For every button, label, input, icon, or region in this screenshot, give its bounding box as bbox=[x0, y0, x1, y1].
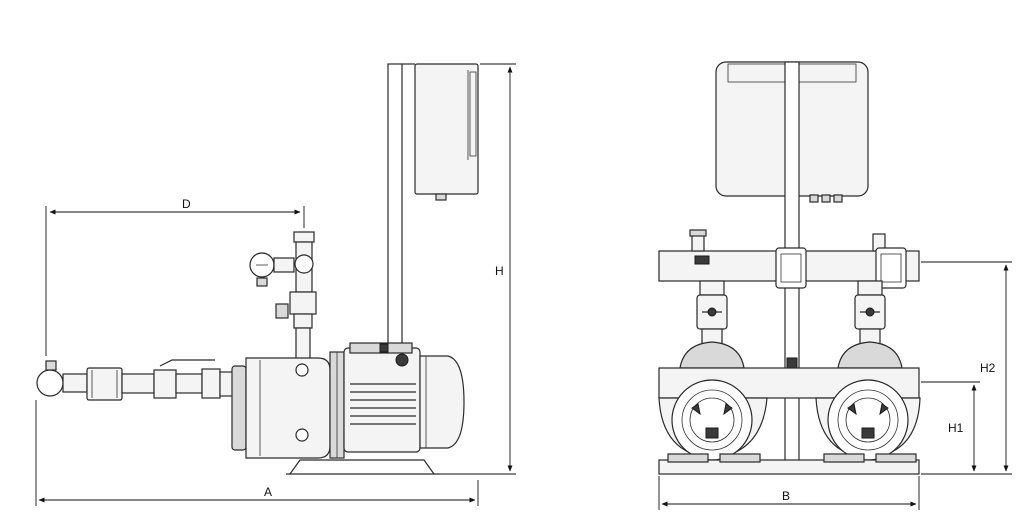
front-discharge-manifold bbox=[658, 229, 920, 289]
cooling-fins bbox=[350, 383, 416, 425]
dimension-label-h: H bbox=[495, 264, 504, 278]
control-box bbox=[414, 63, 479, 201]
pump-top-left bbox=[679, 341, 745, 369]
dimension-labels: D A H B H1 H2 bbox=[182, 197, 996, 503]
base-bracket bbox=[286, 459, 440, 475]
suction-manifold bbox=[36, 359, 239, 401]
front-pump-right bbox=[815, 379, 921, 461]
front-base-plate bbox=[658, 453, 920, 475]
control-mast bbox=[387, 63, 415, 347]
dimension-label-d: D bbox=[182, 197, 191, 211]
dimension-label-h2: H2 bbox=[980, 361, 996, 375]
dimension-label-b: B bbox=[782, 489, 790, 503]
dimension-lines bbox=[35, 63, 1012, 510]
front-pump-left bbox=[658, 379, 768, 461]
pump-top-right bbox=[837, 341, 903, 369]
front-valve-left bbox=[696, 280, 728, 346]
side-view bbox=[36, 63, 479, 475]
front-valve-right bbox=[854, 280, 886, 346]
dimension-label-a: A bbox=[264, 485, 272, 499]
discharge-assembly bbox=[249, 231, 317, 361]
motor bbox=[343, 342, 465, 453]
dimension-label-h1: H1 bbox=[948, 421, 964, 435]
front-view bbox=[658, 61, 921, 475]
pump-body bbox=[231, 351, 345, 459]
